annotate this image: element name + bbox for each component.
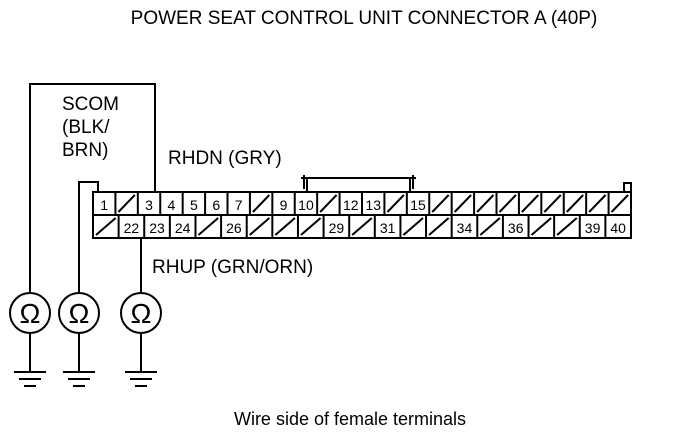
unused-pin-slash — [386, 194, 405, 213]
wire-pin3-to-meter1 — [29, 83, 156, 293]
ohmmeter-3: Ω — [120, 292, 162, 334]
unused-pin-slash — [249, 217, 270, 236]
ground-symbol-icon — [14, 371, 46, 387]
ground-symbol-icon — [63, 371, 95, 387]
pin-number: 4 — [168, 197, 176, 213]
ohm-symbol: Ω — [69, 298, 90, 329]
pin-number: 40 — [610, 220, 626, 236]
unused-pin-slash — [521, 194, 540, 213]
ohm-symbol: Ω — [131, 298, 152, 329]
unused-pin-slash — [431, 194, 450, 213]
unused-pin-slash — [476, 194, 495, 213]
diagram-title: POWER SEAT CONTROL UNIT CONNECTOR A (40P… — [131, 8, 598, 29]
pin-number: 23 — [149, 220, 165, 236]
rhdn-label: RHDN (GRY) — [168, 148, 282, 169]
ground-symbol-icon — [125, 371, 157, 387]
unused-pin-slash — [300, 217, 322, 236]
pin-number: 9 — [280, 197, 288, 213]
connector-end-tab — [623, 182, 632, 192]
pin-number: 24 — [175, 220, 191, 236]
pin-number: 10 — [298, 197, 314, 213]
unused-pin-slash — [556, 217, 578, 236]
scom-label-line1: SCOM — [62, 94, 119, 115]
pin-number: 6 — [212, 197, 220, 213]
scom-label-line2: (BLK/ — [62, 117, 110, 138]
pin-number: 7 — [235, 197, 243, 213]
pin-number: 26 — [226, 220, 242, 236]
diagram-caption: Wire side of female terminals — [234, 409, 466, 429]
ohm-symbol: Ω — [20, 298, 41, 329]
pin-number: 15 — [410, 197, 426, 213]
pin-number: 31 — [380, 220, 396, 236]
unused-pin-slash — [610, 194, 629, 213]
probe-wires — [29, 83, 156, 372]
ohmmeter-2: Ω — [58, 292, 100, 334]
wire-pin1-to-meter2 — [78, 181, 99, 293]
bottom-pin-row: 22 23 24 26 29 31 34 36 39 40 — [95, 215, 626, 238]
pin-number: 29 — [329, 220, 345, 236]
unused-pin-slash — [319, 194, 338, 213]
unused-pin-slash — [274, 217, 296, 236]
unused-pin-slash — [543, 194, 562, 213]
scom-label-line3: BRN) — [62, 140, 108, 161]
pin-number: 22 — [124, 220, 140, 236]
unused-pin-slash — [351, 217, 373, 236]
rhup-label: RHUP (GRN/ORN) — [152, 257, 313, 278]
unused-pin-slash — [95, 217, 117, 236]
pin-number: 36 — [508, 220, 524, 236]
unused-pin-slash — [453, 194, 472, 213]
pin-number: 5 — [190, 197, 198, 213]
pin-number: 13 — [365, 197, 381, 213]
pin-number: 12 — [343, 197, 359, 213]
unused-pin-slash — [117, 194, 136, 213]
ohmmeter-icon — [58, 292, 100, 334]
pin-number: 34 — [457, 220, 473, 236]
unused-pin-slash — [428, 217, 450, 236]
connector-latch — [306, 177, 411, 192]
unused-pin-slash — [252, 194, 271, 213]
unused-pin-slash — [479, 217, 501, 236]
pin-number: 1 — [100, 197, 108, 213]
unused-pin-slash — [588, 194, 607, 213]
pin-number: 39 — [585, 220, 601, 236]
unused-pin-slash — [566, 194, 584, 213]
ohmmeter-icon — [9, 292, 51, 334]
unused-pin-slash — [402, 217, 424, 236]
pin-number: 3 — [145, 197, 153, 213]
ohmmeter-1: Ω — [9, 292, 51, 334]
unused-pin-slash — [530, 217, 552, 236]
unused-pin-slash — [498, 194, 517, 213]
ohmmeter-icon — [120, 292, 162, 334]
unused-pin-slash — [197, 217, 219, 236]
